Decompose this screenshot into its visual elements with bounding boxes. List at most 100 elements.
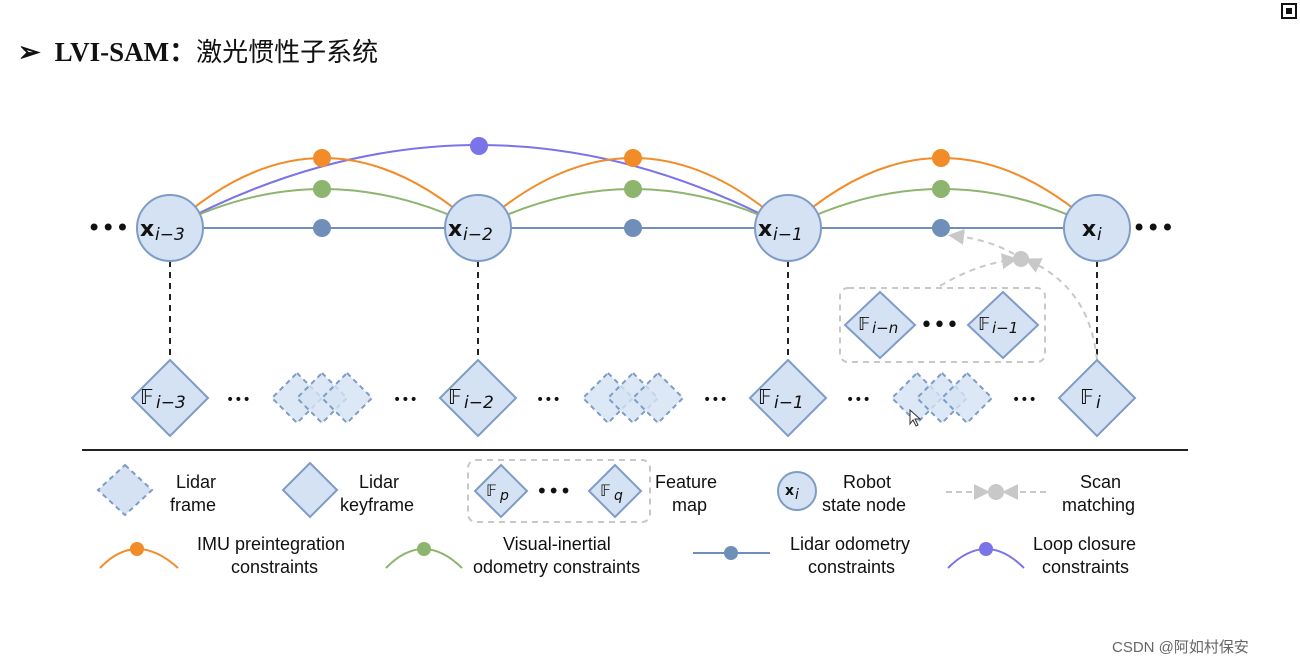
title-main: LVI-SAM：: [54, 37, 197, 67]
vi-factor-2: [624, 180, 642, 198]
node-sub: i−2: [463, 225, 493, 245]
robot-symbol-base: x: [785, 483, 794, 499]
legend-feature-map-line1: Feature: [655, 472, 717, 492]
legend-lidar-frame-line2: frame: [170, 495, 216, 515]
loop-closure-factor: [470, 137, 488, 155]
node-base: x: [1082, 217, 1096, 242]
qr-corner-icon[interactable]: [1281, 3, 1297, 19]
legend-scan-matching-line2: matching: [1062, 495, 1135, 515]
feature-map-box: [839, 287, 1046, 363]
frames-ellipsis-5: •••: [846, 392, 871, 408]
feature-q-base: 𝔽: [600, 481, 611, 500]
legend-lidar-odometry-line1: Lidar odometry: [790, 534, 910, 554]
trailing-ellipsis: •••: [1132, 214, 1174, 242]
legend-visual-inertial-line2: odometry constraints: [473, 557, 640, 577]
feature-p-base: 𝔽: [486, 481, 497, 500]
legend-feature-map-line2: map: [672, 495, 707, 515]
lidar-frames-group-1: [270, 371, 374, 425]
frames-ellipsis-3: •••: [536, 392, 561, 408]
robot-node-4[interactable]: x i: [1063, 194, 1131, 262]
legend-feature-p: 𝔽 p: [473, 463, 529, 519]
node-base: x: [448, 217, 462, 242]
legend-lidar-keyframe-line1: Lidar: [359, 472, 399, 492]
keyframe-sub: i: [1096, 393, 1101, 413]
robot-node-1[interactable]: x i−3: [136, 194, 204, 262]
node-base: x: [758, 217, 772, 242]
keyframe-2[interactable]: 𝔽 i−2: [438, 358, 518, 438]
legend-imu-line2: constraints: [231, 557, 318, 577]
feature-base: 𝔽: [978, 314, 990, 335]
keyframe-base: 𝔽: [1080, 385, 1093, 409]
scan-matching-factor: [1013, 251, 1029, 267]
scan-matching-from-keyframe: [1024, 258, 1098, 361]
legend-feature-ellipsis: •••: [536, 479, 571, 503]
scan-matching-from-map: [939, 253, 1018, 287]
node-sub: i: [1097, 225, 1102, 245]
imu-factor-2: [624, 149, 642, 167]
vi-factor-1: [313, 180, 331, 198]
frames-ellipsis-6: •••: [1012, 392, 1037, 408]
legend-lidar-frame-line1: Lidar: [176, 472, 216, 492]
node-sub: i−3: [155, 225, 185, 245]
lidar-factor-1: [313, 219, 331, 237]
legend-robot-node-line2: state node: [822, 495, 906, 515]
feature-q-sub: q: [614, 488, 623, 504]
feature-base: 𝔽: [858, 314, 870, 335]
feature-map-keyframe-2[interactable]: 𝔽 i−1: [966, 290, 1040, 360]
legend-imu-icon: [99, 542, 179, 569]
legend-lidar-keyframe-icon: [281, 461, 339, 519]
legend-loop-closure-line1: Loop closure: [1033, 534, 1136, 554]
lidar-factor-3: [932, 219, 950, 237]
robot-node-2[interactable]: x i−2: [444, 194, 512, 262]
scan-matching-to-factor: [948, 228, 1015, 255]
legend-feature-map-box: [467, 459, 651, 523]
keyframe-4[interactable]: 𝔽 i: [1057, 358, 1137, 438]
legend-visual-inertial-line1: Visual-inertial: [503, 534, 611, 554]
legend-robot-node-line1: Robot: [843, 472, 891, 492]
legend-lidar-odometry-icon: [693, 546, 770, 560]
frames-ellipsis-2: •••: [393, 392, 418, 408]
feature-map-ellipsis: •••: [920, 313, 959, 338]
legend-scan-matching-line1: Scan: [1080, 472, 1121, 492]
legend-imu-line1: IMU preintegration: [197, 534, 345, 554]
keyframe-sub: i−2: [464, 393, 494, 413]
legend-lidar-odometry-line2: constraints: [808, 557, 895, 577]
legend-robot-node-icon: x i: [777, 471, 817, 511]
legend-lidar-frame-icon: [96, 463, 154, 517]
imu-factor-3: [932, 149, 950, 167]
lidar-frames-group-2: [581, 371, 685, 425]
legend-scan-matching-icon: [946, 484, 1046, 500]
keyframe-base: 𝔽: [758, 385, 771, 409]
keyframe-1[interactable]: 𝔽 i−3: [130, 358, 210, 438]
vi-factor-3: [932, 180, 950, 198]
legend-loop-closure-line2: constraints: [1042, 557, 1129, 577]
watermark: CSDN @阿如村保安: [1112, 639, 1249, 656]
frames-ellipsis-4: •••: [703, 392, 728, 408]
feature-map-keyframe-1[interactable]: 𝔽 i−n: [843, 290, 917, 360]
imu-factor-1: [313, 149, 331, 167]
node-base: x: [140, 217, 154, 242]
legend-loop-closure-icon: [947, 542, 1025, 569]
node-sub: i−1: [773, 225, 803, 245]
lidar-factor-2: [624, 219, 642, 237]
keyframe-sub: i−3: [156, 393, 186, 413]
keyframe-base: 𝔽: [140, 385, 153, 409]
robot-node-3[interactable]: x i−1: [754, 194, 822, 262]
title-subtitle: 激光惯性子系统: [196, 38, 379, 68]
feature-sub: i−1: [992, 319, 1018, 337]
robot-symbol-sub: i: [795, 487, 799, 503]
bullet-arrow-icon: ➢: [18, 37, 41, 67]
legend-feature-q: 𝔽 q: [587, 463, 643, 519]
keyframe-3[interactable]: 𝔽 i−1: [748, 358, 828, 438]
legend-visual-inertial-icon: [385, 542, 463, 569]
legend-lidar-keyframe-line2: keyframe: [340, 495, 414, 515]
leading-ellipsis: •••: [87, 214, 129, 242]
keyframe-base: 𝔽: [448, 385, 461, 409]
frames-ellipsis-1: •••: [226, 392, 251, 408]
keyframe-sub: i−1: [774, 393, 804, 413]
feature-sub: i−n: [872, 319, 898, 337]
feature-p-sub: p: [499, 488, 509, 504]
page-title: ➢ LVI-SAM：激光惯性子系统: [18, 30, 378, 69]
mouse-cursor-icon: [909, 408, 922, 427]
